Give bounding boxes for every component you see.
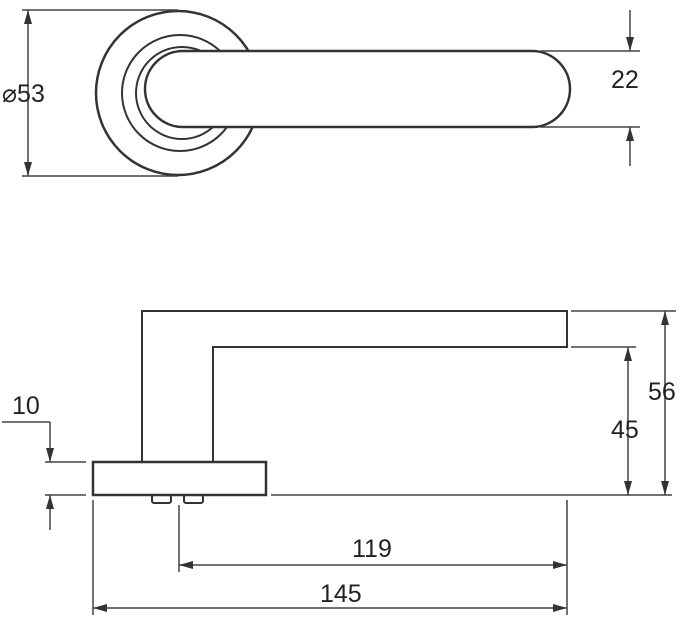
total-length-dimension: 145: [92, 500, 567, 615]
top-view: ⌀53 22: [2, 9, 640, 177]
spindle-tab-left: [151, 494, 172, 504]
rose-thickness-label: 10: [12, 392, 40, 420]
inner-height-dimension: 45: [611, 347, 639, 495]
total-height-label: 56: [648, 378, 676, 406]
projection-label: 119: [352, 535, 392, 563]
rose-thickness-dimension: 10: [2, 392, 86, 530]
projection-dimension: 119: [178, 500, 568, 615]
diameter-dimension: ⌀53: [2, 9, 178, 177]
rose-side: [91, 460, 268, 497]
lever-width-dimension: 22: [540, 10, 640, 166]
lever-side-profile: [141, 310, 568, 462]
lever-width-label: 22: [611, 66, 639, 94]
total-height-dimension: 56: [648, 311, 676, 495]
spindle-tab-right: [183, 494, 204, 504]
side-view: 56 45 10 119: [2, 310, 676, 615]
inner-height-label: 45: [611, 416, 639, 444]
diameter-label: ⌀53: [2, 80, 45, 108]
total-length-label: 145: [320, 580, 362, 608]
lever-top: [143, 49, 572, 129]
